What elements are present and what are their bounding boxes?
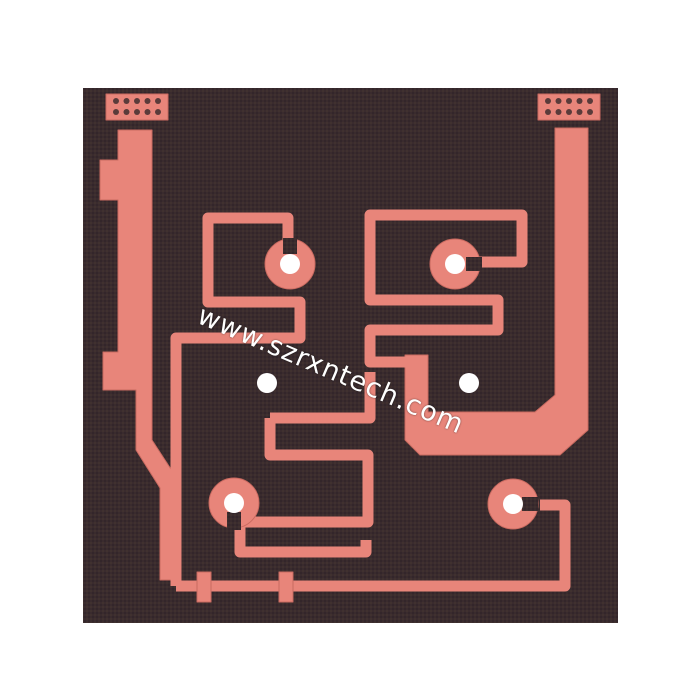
mounting-hole-left xyxy=(257,373,277,393)
connector-hole xyxy=(144,109,151,115)
connector-hole xyxy=(155,98,161,104)
connector-hole xyxy=(566,98,572,104)
connector-hole xyxy=(576,98,583,104)
ring-pad-bottom-left xyxy=(208,477,260,530)
stub-right xyxy=(278,571,294,603)
connector-hole xyxy=(555,109,562,115)
ring-pad-top-left xyxy=(264,238,316,290)
connector-hole xyxy=(113,98,119,104)
connector-hole xyxy=(134,109,140,115)
trace-center-upper xyxy=(270,372,376,424)
connector-pad-right xyxy=(537,93,601,121)
connector-holes xyxy=(113,98,593,115)
left-feed-line xyxy=(99,129,179,581)
mounting-hole-right xyxy=(459,373,479,393)
connector-hole xyxy=(566,109,572,115)
connector-hole xyxy=(587,109,593,115)
connector-hole xyxy=(144,98,151,104)
stub-left xyxy=(196,571,212,603)
right-feed-line xyxy=(404,127,589,456)
connector-hole xyxy=(155,109,161,115)
trace-center xyxy=(234,418,374,558)
ring-pad-top-right xyxy=(429,238,482,290)
trace-upper-right xyxy=(364,209,528,368)
connector-pad-left xyxy=(105,93,169,121)
connector-hole xyxy=(545,109,551,115)
connector-hole xyxy=(123,98,130,104)
connector-hole xyxy=(555,98,562,104)
connector-hole xyxy=(587,98,593,104)
connector-hole xyxy=(576,109,583,115)
connector-hole xyxy=(113,109,119,115)
trace-upper-left xyxy=(170,212,306,586)
connector-hole xyxy=(545,98,551,104)
trace-bottom xyxy=(176,499,571,592)
connector-hole xyxy=(134,98,140,104)
connector-hole xyxy=(123,109,130,115)
ring-pad-bottom-right xyxy=(487,478,539,530)
